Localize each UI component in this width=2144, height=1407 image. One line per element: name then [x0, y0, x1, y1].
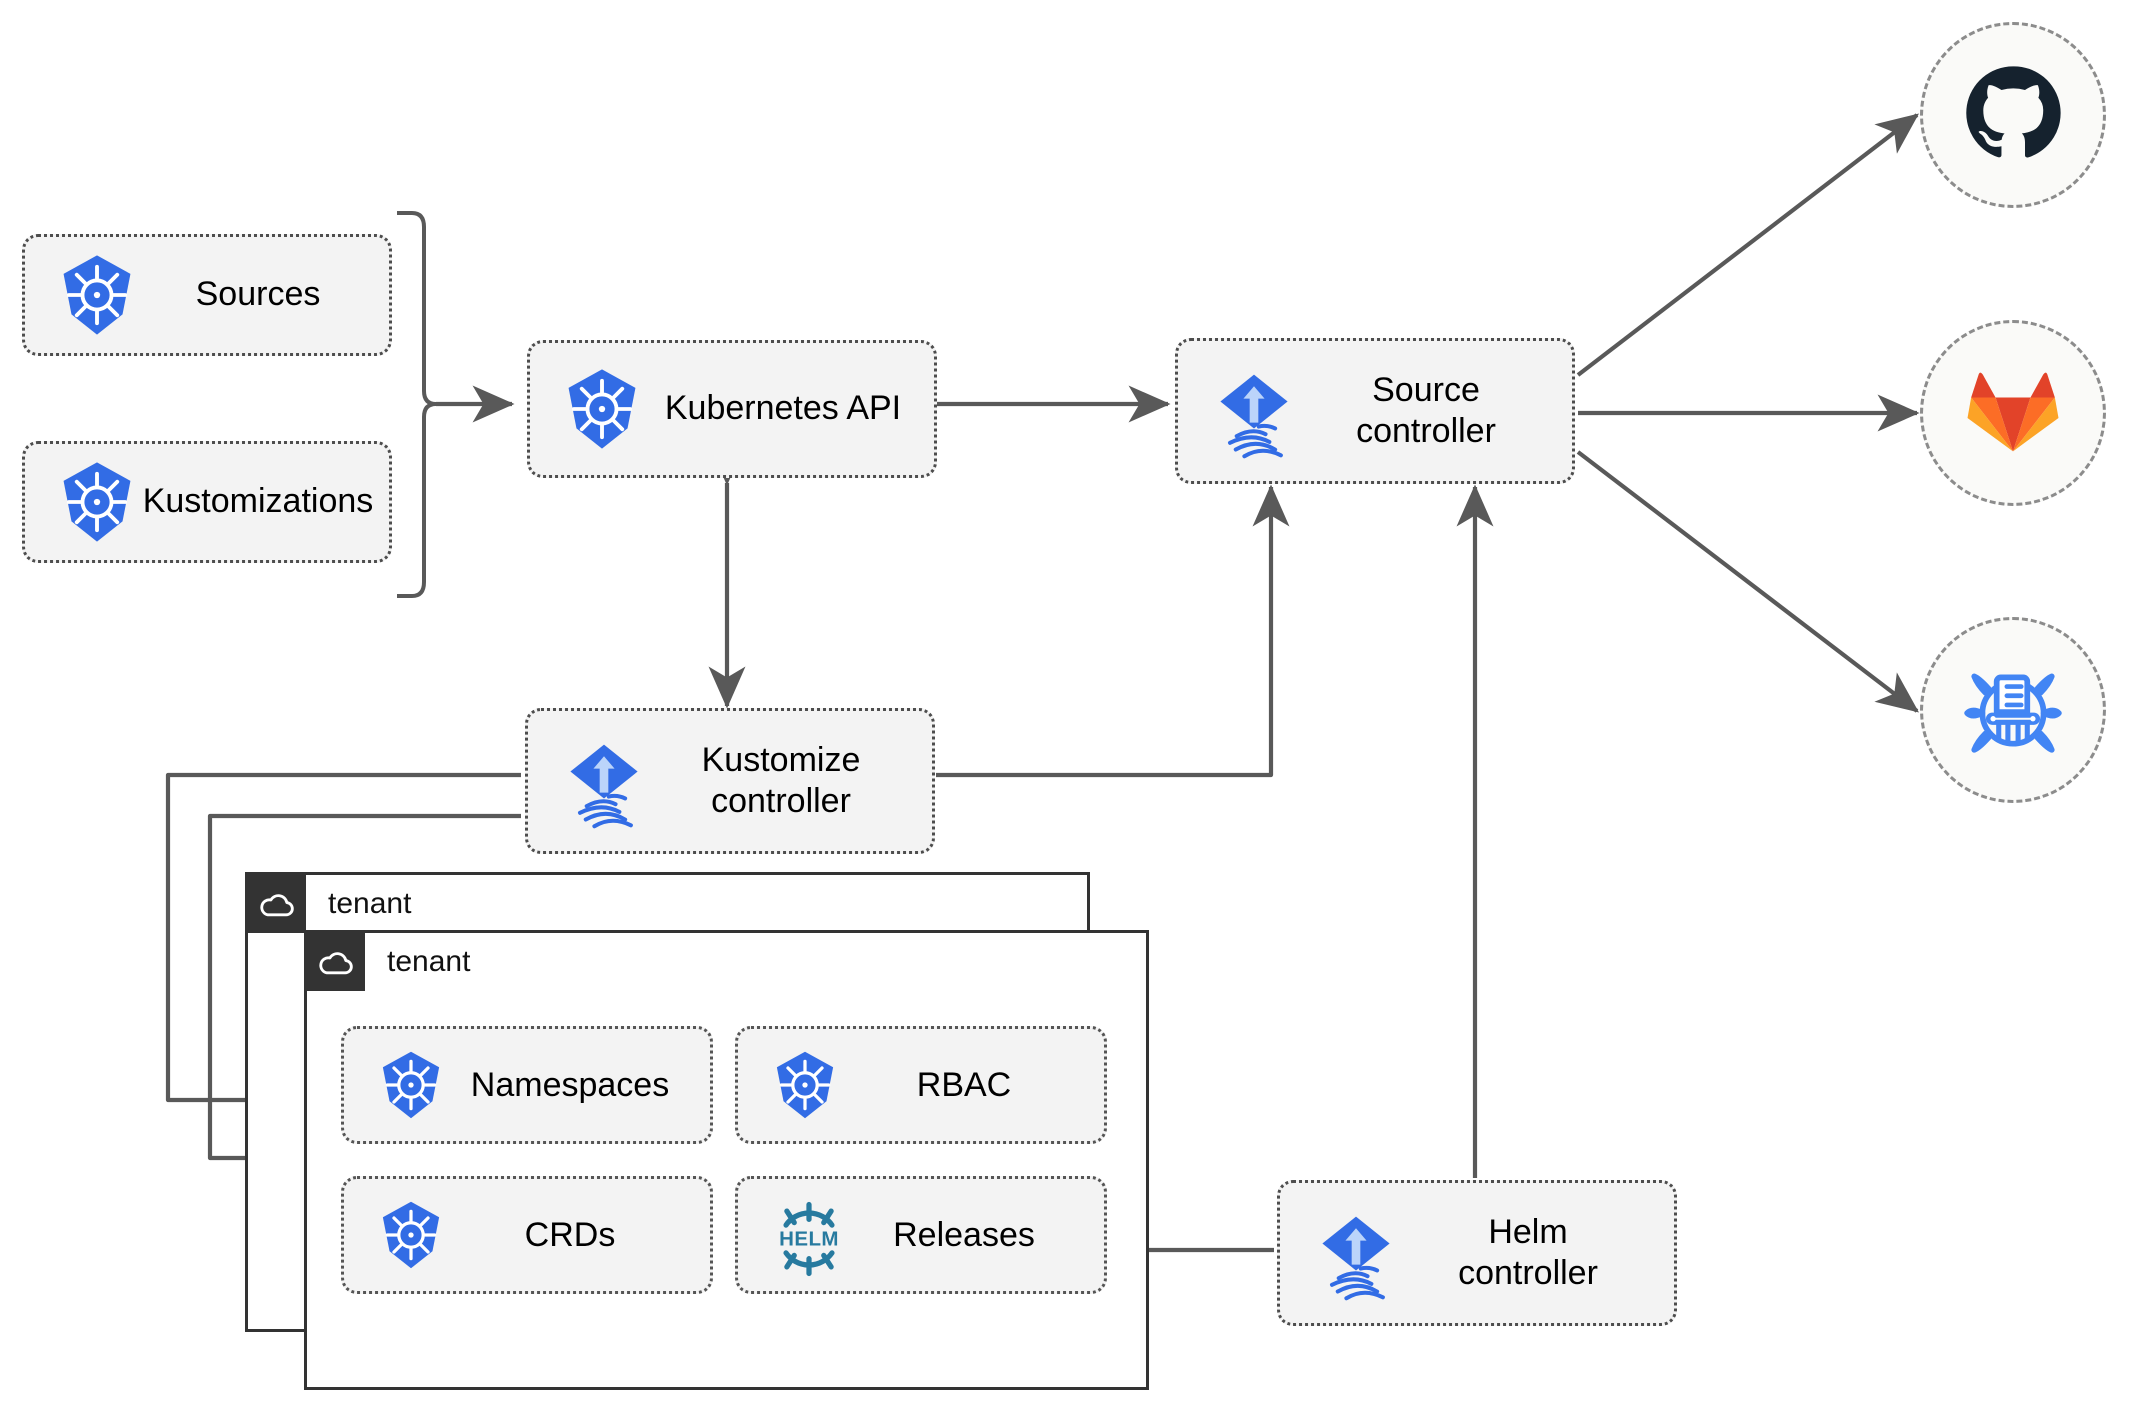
resource-label: CRDs [524, 1215, 616, 1254]
node-label: Kustomize controller [701, 740, 861, 820]
gitlab-icon [1965, 363, 2061, 464]
flux-icon [1206, 367, 1294, 459]
tenant-container-2: tenant [304, 930, 1149, 1390]
flux-icon [1308, 1209, 1396, 1301]
flux-icon [556, 737, 644, 829]
kubernetes-icon [558, 365, 646, 453]
registry-github[interactable] [1920, 22, 2106, 208]
input-sources[interactable]: Sources [22, 234, 392, 356]
node-source-controller[interactable]: Source controller [1175, 338, 1575, 484]
resource-releases[interactable]: HELM Releases [735, 1176, 1107, 1294]
resource-rbac[interactable]: RBAC [735, 1026, 1107, 1144]
kubernetes-icon [768, 1048, 842, 1122]
svg-text:HELM: HELM [779, 1228, 839, 1251]
node-kubernetes-api[interactable]: Kubernetes API [527, 340, 937, 478]
kubernetes-icon [53, 458, 141, 546]
registry-gitlab[interactable] [1920, 320, 2106, 506]
tenant-header-2: tenant [307, 933, 470, 991]
input-label: Sources [195, 275, 321, 314]
node-kustomize-controller[interactable]: Kustomize controller [525, 708, 935, 854]
edge-sourcectrl-github [1576, 113, 1919, 377]
node-label: Source controller [1356, 370, 1496, 450]
node-label: Helm controller [1458, 1212, 1598, 1292]
resource-label: Namespaces [470, 1065, 670, 1104]
tenant-header-1: tenant [248, 875, 411, 933]
helm-icon: HELM [768, 1198, 847, 1277]
registry-harbor[interactable] [1920, 617, 2106, 803]
resource-label: RBAC [916, 1065, 1012, 1104]
edge-kustomizectrl-tenant1 [165, 772, 521, 1119]
node-helm-controller[interactable]: Helm controller [1277, 1180, 1677, 1326]
kubernetes-icon [53, 251, 141, 339]
resource-crds[interactable]: CRDs [341, 1176, 713, 1294]
kubernetes-icon [374, 1198, 448, 1272]
node-label: Kubernetes API [664, 389, 902, 428]
input-label: Kustomizations [142, 482, 374, 521]
edge-sourcectrl-harbor [1576, 450, 1920, 713]
harbor-icon [1962, 657, 2064, 764]
cloud-icon [248, 875, 306, 933]
cloud-icon [307, 933, 365, 991]
github-icon [1963, 63, 2063, 168]
edge-kustomizectrl-sourcectrl [936, 484, 1290, 778]
input-kustomizations[interactable]: Kustomizations [22, 441, 392, 563]
tenant-label-1: tenant [328, 887, 412, 920]
resource-label: Releases [893, 1215, 1035, 1254]
edge-sources-bracket [397, 211, 438, 598]
kubernetes-icon [374, 1048, 448, 1122]
resource-namespaces[interactable]: Namespaces [341, 1026, 713, 1144]
tenant-label-2: tenant [387, 945, 471, 978]
